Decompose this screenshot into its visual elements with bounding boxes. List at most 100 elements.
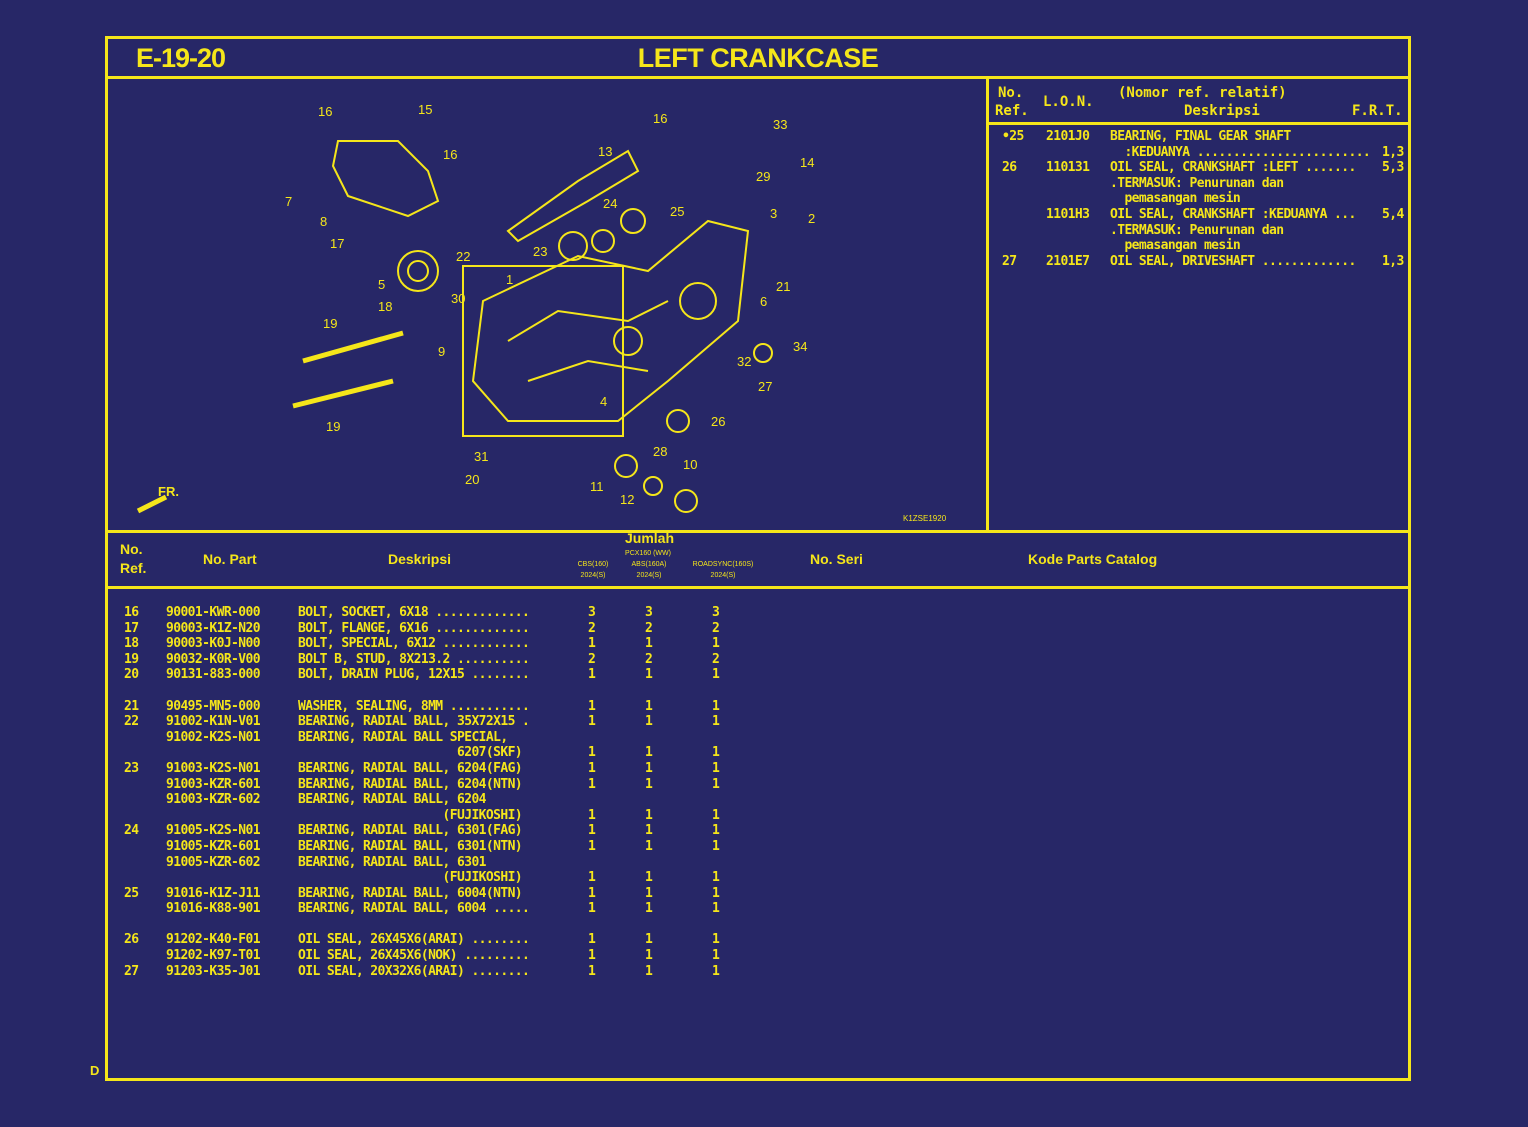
cell-desc: BOLT, FLANGE, 6X16 ............. [298, 620, 530, 636]
callout-29: 29 [756, 169, 770, 184]
callout-27: 27 [758, 379, 772, 394]
front-label: FR. [158, 484, 179, 499]
ref-header-no: No. [998, 85, 1024, 101]
cell-desc: BEARING, RADIAL BALL, 6004(NTN) [298, 885, 523, 901]
ref-line-lon: 1101H3 [1046, 207, 1090, 222]
ref-line-desc: OIL SEAL, DRIVESHAFT ............. [1110, 253, 1356, 269]
cell-part: 91002-K2S-N01 [166, 729, 261, 745]
divider [108, 76, 1408, 79]
cell-qty: 1 [645, 870, 653, 886]
cell-desc: BOLT B, STUD, 8X213.2 .......... [298, 651, 530, 667]
cell-desc: OIL SEAL, 20X32X6(ARAI) ........ [298, 963, 530, 979]
cell-qty: 1 [645, 667, 653, 683]
cell-qty: 3 [588, 605, 596, 620]
cell-qty: 1 [588, 823, 596, 839]
divider [108, 586, 1408, 589]
cell-qty: 2 [645, 651, 653, 667]
callout-6: 6 [760, 294, 767, 309]
divider [986, 76, 989, 531]
callout-14: 14 [800, 155, 814, 170]
cell-qty: 1 [712, 714, 720, 730]
ref-header-ref: Ref. [995, 103, 1029, 119]
bore [679, 282, 717, 320]
callout-4: 4 [600, 394, 607, 409]
callout-18: 18 [378, 299, 392, 314]
ref-header-relative: (Nomor ref. relatif) [1118, 85, 1287, 101]
cell-qty: 1 [712, 932, 720, 948]
ref-line-frt: 5,3 [1382, 160, 1404, 176]
cell-qty: 1 [645, 838, 653, 854]
cell-ref: 17 [124, 620, 139, 636]
crankcase-body [471, 219, 750, 422]
callout-2: 2 [808, 211, 815, 226]
cell-desc: BEARING, RADIAL BALL, 6004 ..... [298, 901, 530, 917]
cell-part: 91002-K1N-V01 [166, 714, 261, 730]
callout-30: 30 [451, 291, 465, 306]
callout-7: 7 [285, 194, 292, 209]
cell-part: 90495-MN5-000 [166, 698, 261, 714]
cell-ref: 18 [124, 636, 139, 652]
col-roadsync-year: 2024(S) [710, 572, 736, 579]
cell-qty: 1 [645, 963, 653, 979]
callout-19: 19 [326, 419, 340, 434]
cell-qty: 1 [588, 870, 596, 886]
callout-34: 34 [793, 339, 807, 354]
crankcase-shapes [136, 140, 773, 514]
callout-32: 32 [737, 354, 751, 369]
ref-header-desc: Deskripsi [1184, 103, 1260, 119]
cell-part: 91005-K2S-N01 [166, 823, 261, 839]
cell-ref: 24 [124, 823, 139, 839]
cell-qty: 2 [588, 620, 596, 636]
divider [986, 122, 1408, 125]
callout-8: 8 [320, 214, 327, 229]
cell-qty: 2 [712, 620, 720, 636]
cell-qty: 1 [645, 932, 653, 948]
callout-24: 24 [603, 196, 617, 211]
cover-part [331, 140, 440, 218]
cell-part: 91202-K97-T01 [166, 948, 261, 964]
ref-line-lon: 2101E7 [1046, 253, 1090, 269]
ref-line-ref: 27 [1002, 253, 1017, 269]
col-desc: Deskripsi [388, 551, 452, 567]
callout-33: 33 [773, 117, 787, 132]
col-seri: No. Seri [810, 551, 863, 567]
cell-ref: 27 [124, 963, 139, 979]
divider [108, 530, 1408, 533]
cell-desc: OIL SEAL, 26X45X6(ARAI) ........ [298, 932, 530, 948]
cell-desc: BEARING, RADIAL BALL, 6301 [298, 854, 487, 870]
cell-ref: 21 [124, 698, 139, 714]
cell-part: 91202-K40-F01 [166, 932, 261, 948]
ref-line-desc: .TERMASUK: Penurunan dan [1110, 175, 1284, 191]
cell-qty: 3 [645, 605, 653, 620]
cell-qty: 1 [588, 963, 596, 979]
cell-part: 91005-KZR-602 [166, 854, 261, 870]
cell-desc: (FUJIKOSHI) [298, 870, 523, 886]
col-cbs-year: 2024(S) [580, 572, 606, 579]
cell-desc: BEARING, RADIAL BALL, 6301(FAG) [298, 823, 523, 839]
cell-desc: BOLT, DRAIN PLUG, 12X15 ........ [298, 667, 530, 683]
ref-line-frt: 5,4 [1382, 207, 1404, 222]
cell-part: 91005-KZR-601 [166, 838, 261, 854]
cell-qty: 1 [588, 932, 596, 948]
col-kode: Kode Parts Catalog [1028, 551, 1158, 567]
cell-qty: 1 [588, 885, 596, 901]
cell-ref: 23 [124, 760, 139, 776]
cell-part: 91016-K1Z-J11 [166, 885, 261, 901]
callout-25: 25 [670, 204, 684, 219]
figure-id: K1ZSE1920 [903, 514, 947, 523]
cell-qty: 1 [712, 963, 720, 979]
assembly-box [462, 265, 624, 437]
callout-22: 22 [456, 249, 470, 264]
cell-qty: 1 [588, 776, 596, 792]
callout-28: 28 [653, 444, 667, 459]
cell-qty: 1 [712, 838, 720, 854]
col-ref: Ref. [120, 560, 147, 576]
side-mark: D [90, 1063, 100, 1078]
callout-9: 9 [438, 344, 445, 359]
cell-part: 90032-K0R-V00 [166, 651, 261, 667]
cell-qty: 2 [588, 651, 596, 667]
cell-ref: 19 [124, 651, 139, 667]
cell-ref: 26 [124, 932, 139, 948]
